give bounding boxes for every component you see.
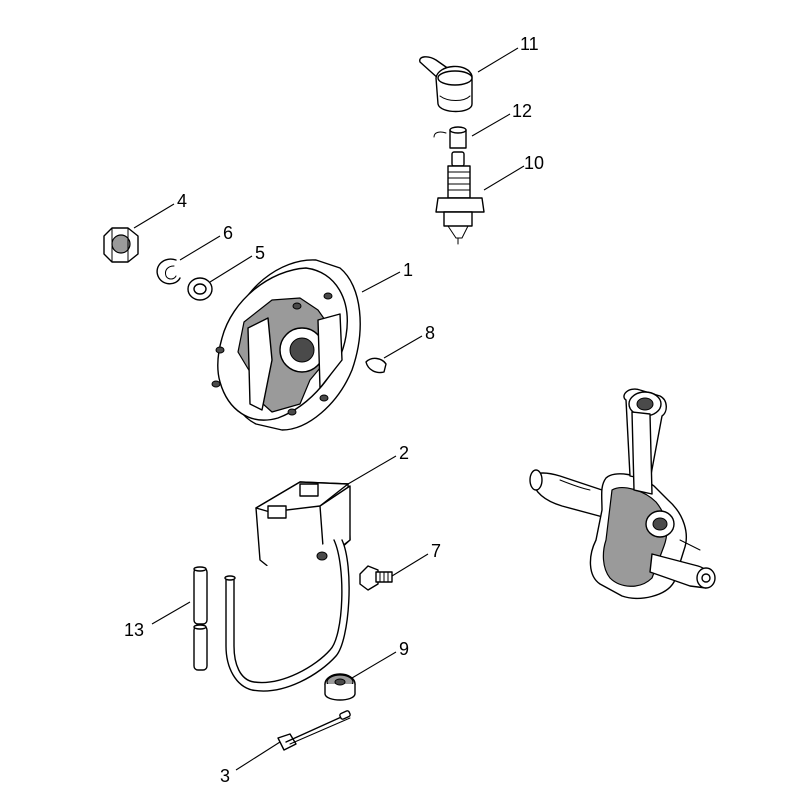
callout-13: 13 [124,620,144,640]
flywheel [211,259,361,431]
leader-8 [383,335,423,359]
leader-1 [361,271,401,293]
callout-9: 9 [399,639,409,659]
leader-13 [151,601,191,625]
leader-9 [351,651,397,679]
circlip [156,258,181,285]
callout-10: 10 [524,153,544,173]
leader-4 [133,203,175,229]
washer [187,277,213,301]
callout-2: 2 [399,443,409,463]
leader-10 [483,165,525,191]
callout-1: 1 [403,260,413,280]
crankshaft-assembly [529,388,716,600]
woodruff-key [365,357,387,374]
callout-6: 6 [223,223,233,243]
leader-11 [477,47,519,73]
leader-5 [209,255,253,283]
callout-12: 12 [512,101,532,121]
spark-plug-cap [419,56,473,113]
tube [193,566,208,671]
flywheel-nut [103,227,139,263]
leader-3 [235,741,281,771]
leader-lines [133,47,525,771]
leader-7 [391,553,429,577]
leader-6 [179,235,221,261]
spark-plug [435,151,485,245]
leader-2 [347,455,397,485]
ignition-coil [224,481,351,692]
callout-4: 4 [177,191,187,211]
callout-11: 11 [520,34,539,54]
screw [359,565,393,591]
callout-8: 8 [425,323,435,343]
callout-labels: 1 2 3 4 5 6 7 8 9 10 11 12 13 [124,34,544,786]
stop-wire-terminal [277,710,351,751]
callout-7: 7 [431,541,441,561]
callout-3: 3 [220,766,230,786]
leader-12 [471,113,511,137]
grommet [324,673,356,701]
spark-plug-terminal [433,126,467,149]
callout-5: 5 [255,243,265,263]
